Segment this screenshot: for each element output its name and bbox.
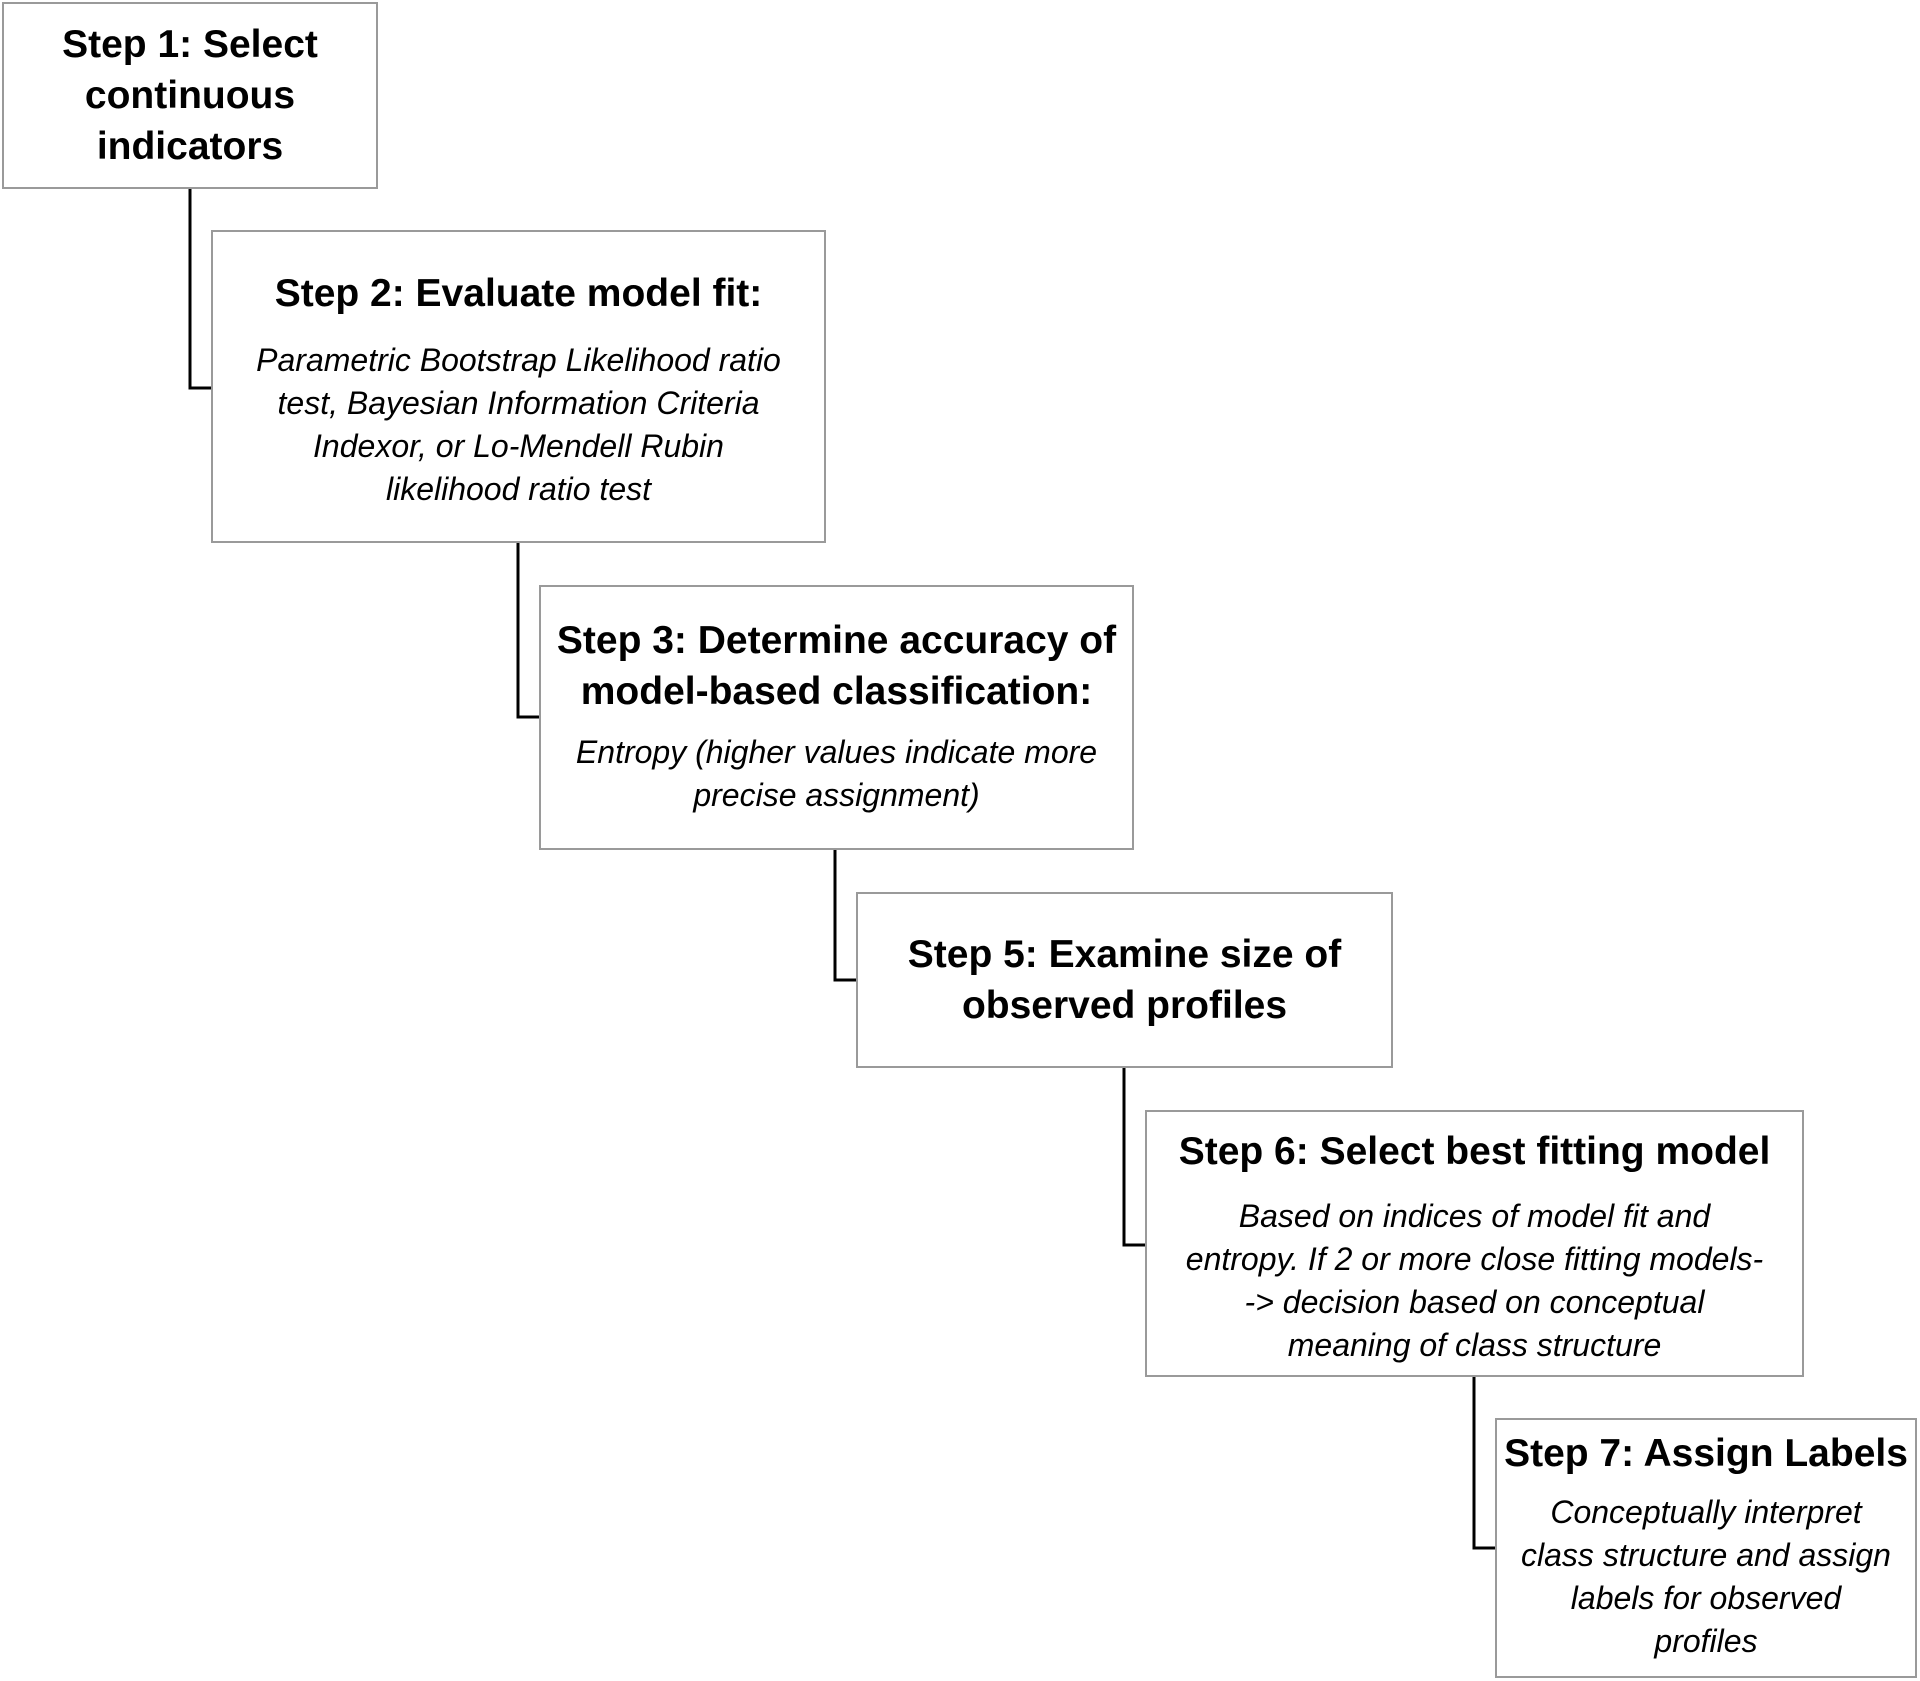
step-2-box: Step 2: Evaluate model fit: Parametric B… — [211, 230, 826, 543]
step-1-title: Step 1: Select continuous indicators — [62, 23, 318, 168]
step-6-title: Step 6: Select best fitting model — [1178, 1130, 1771, 1173]
step-3-title: Step 3: Determine accuracy of model-base… — [556, 619, 1117, 713]
step-5-title: Step 5: Examine size of observed profile… — [907, 933, 1342, 1027]
step-3-box: Step 3: Determine accuracy of model-base… — [539, 585, 1134, 850]
connector-step5-step6 — [1122, 1068, 1145, 1247]
step-7-description: Conceptually interpret class structure a… — [1521, 1494, 1891, 1659]
connector-step1-step2 — [188, 189, 211, 390]
step-7-box: Step 7: Assign Labels Conceptually inter… — [1495, 1418, 1917, 1678]
connector-step6-step7 — [1472, 1377, 1495, 1550]
connector-step3-step5 — [833, 850, 856, 982]
step-1-box: Step 1: Select continuous indicators — [2, 2, 378, 189]
step-2-title: Step 2: Evaluate model fit: — [274, 272, 763, 315]
step-6-box: Step 6: Select best fitting model Based … — [1145, 1110, 1804, 1377]
step-2-description: Parametric Bootstrap Likelihood ratio te… — [256, 342, 781, 507]
connector-step2-step3 — [516, 543, 539, 719]
step-5-box: Step 5: Examine size of observed profile… — [856, 892, 1393, 1068]
step-6-description: Based on indices of model fit and entrop… — [1185, 1198, 1764, 1363]
step-7-title: Step 7: Assign Labels — [1504, 1432, 1908, 1475]
step-3-description: Entropy (higher values indicate more pre… — [575, 734, 1098, 813]
